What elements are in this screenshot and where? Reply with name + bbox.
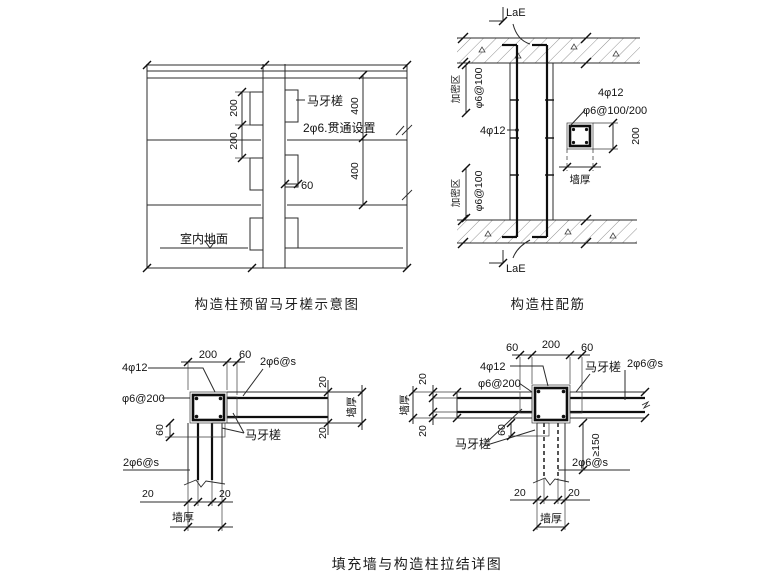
main-bars-label: 4φ12 — [480, 125, 506, 137]
wall-bottom-label: 墙厚 — [540, 511, 562, 525]
right-end-dims: 20 20 墙厚 — [317, 376, 367, 439]
figure-tee-detail: 60 200 60 — [398, 339, 664, 532]
left-callouts: 4φ12 φ6@200 2φ6@s 马牙槎 — [122, 356, 297, 442]
dim-60-bottom: 60 — [496, 424, 508, 436]
dense-zone-top: 加密区 φ6@100 — [450, 60, 485, 118]
toothing-label: 马牙槎 — [307, 93, 343, 108]
dim-60-top: 60 — [239, 349, 251, 361]
lae-bottom-callout: LaE — [489, 239, 531, 275]
top-callouts: 4φ12 φ6@200 马牙槎 2φ6@s — [478, 358, 664, 400]
column-square — [531, 384, 571, 424]
dim-20-left-bottom: 20 — [417, 425, 429, 437]
column-elevation — [502, 43, 554, 239]
dim-60: 60 — [280, 179, 313, 192]
section-dim-200: 200 — [630, 127, 642, 145]
dim-20-right-bottom: 20 — [317, 427, 329, 439]
section-wall-label: 墙厚 — [570, 173, 591, 186]
dense-zone-bottom-label: 加密区 — [450, 178, 462, 207]
column-square — [189, 391, 228, 424]
dim-60-left: 60 — [154, 418, 212, 442]
dim-20-bottom-left: 20 — [514, 487, 526, 499]
figure-toothing-schematic: 200 200 400 400 60 马牙槎 2φ6.贯通设置 室内地面 — [142, 60, 413, 273]
toothing-top-label: 马牙槎 — [585, 359, 621, 374]
toothing-bottom-label: 马牙槎 — [455, 436, 491, 451]
tie-top-label: 2φ6@s — [627, 358, 664, 370]
figure-column-reinforcement: 加密区 φ6@100 加密区 φ6@100 4φ12 LaE LaE — [450, 7, 647, 275]
stirrup-label: φ6@200 — [122, 393, 165, 405]
section-stirrup-label: φ6@100/200 — [583, 105, 647, 117]
dim-400-upper: 400 — [349, 97, 361, 115]
dim-20-right-top: 20 — [317, 376, 329, 388]
annotations: 马牙槎 2φ6.贯通设置 室内地面 — [180, 93, 405, 249]
dim-60-label: 60 — [301, 180, 313, 192]
top-slab — [457, 32, 640, 69]
dense-zone-top-label: 加密区 — [450, 74, 462, 103]
left-end-dims: 20 20 墙厚 — [398, 373, 457, 437]
main-bars-callout: 4φ12 — [480, 125, 519, 137]
dim-200-upper: 200 — [228, 99, 240, 117]
column-section-detail: 4φ12 φ6@100/200 200 墙厚 — [559, 87, 647, 186]
dim-200: 200 — [542, 339, 560, 351]
dim-200-chain: 200 200 — [228, 87, 252, 163]
dim-200-lower: 200 — [228, 132, 240, 150]
dense-zone-bottom: 加密区 φ6@100 — [450, 163, 485, 223]
dim-20-bottom-right: 20 — [568, 487, 580, 499]
dim-20-left-top: 20 — [417, 373, 429, 385]
top-dim-chain: 200 60 — [181, 349, 251, 395]
lae-top-callout: LaE — [489, 7, 531, 45]
stirrup-label: φ6@200 — [478, 378, 521, 390]
bottom-dims: 20 20 墙厚 — [510, 478, 590, 532]
dim-400-chain: 400 400 — [349, 70, 368, 210]
caption-toothing-schematic: 构造柱预留马牙槎示意图 — [194, 297, 360, 312]
wall-plan — [183, 391, 362, 488]
dim-60-left: 60 — [506, 342, 518, 354]
wall-bottom-label: 墙厚 — [172, 510, 194, 524]
stirrup-top-label: φ6@100 — [473, 67, 485, 108]
bars-label: 4φ12 — [122, 362, 148, 374]
frame-and-courses — [142, 60, 413, 273]
tie-bottom-label: 2φ6@s — [123, 457, 160, 469]
tie-bottom-label: 2φ6@s — [572, 457, 609, 469]
section-bars-label: 4φ12 — [598, 87, 624, 99]
wall-left-label: 墙厚 — [398, 394, 411, 415]
dim-min150: ≥150 — [590, 433, 602, 456]
level-symbol — [204, 240, 216, 249]
dim-200: 200 — [199, 349, 217, 361]
wall-plan — [452, 387, 651, 486]
lae-bottom-label: LaE — [506, 263, 526, 275]
bars-label: 4φ12 — [480, 361, 506, 373]
indoor-floor-label: 室内地面 — [180, 231, 228, 246]
stirrup-bottom-label: φ6@100 — [473, 170, 485, 211]
tie-label: 2φ6@s — [260, 356, 297, 368]
toothing-label: 马牙槎 — [245, 427, 281, 442]
toothed-column — [249, 64, 299, 268]
lower-callouts: 马牙槎 60 ≥150 2φ6@s — [455, 408, 630, 475]
figure-corner-detail: 200 60 4φ12 φ6@200 — [122, 349, 367, 532]
caption-column-reinforcement: 构造柱配筋 — [510, 297, 586, 312]
dim-20-bottom-left: 20 — [142, 488, 154, 500]
through-bar-note: 2φ6.贯通设置 — [303, 121, 375, 135]
dim-60-left-label: 60 — [154, 424, 166, 436]
dim-60-right: 60 — [581, 342, 593, 354]
lae-top-label: LaE — [506, 7, 526, 19]
dim-20-bottom-right: 20 — [219, 488, 231, 500]
caption-wall-column-tie: 填充墙与构造柱拉结详图 — [331, 556, 503, 572]
bottom-annotations: 2φ6@s 20 20 墙厚 — [123, 457, 233, 532]
dim-400-lower: 400 — [349, 162, 361, 180]
wall-right-label: 墙厚 — [345, 396, 358, 417]
